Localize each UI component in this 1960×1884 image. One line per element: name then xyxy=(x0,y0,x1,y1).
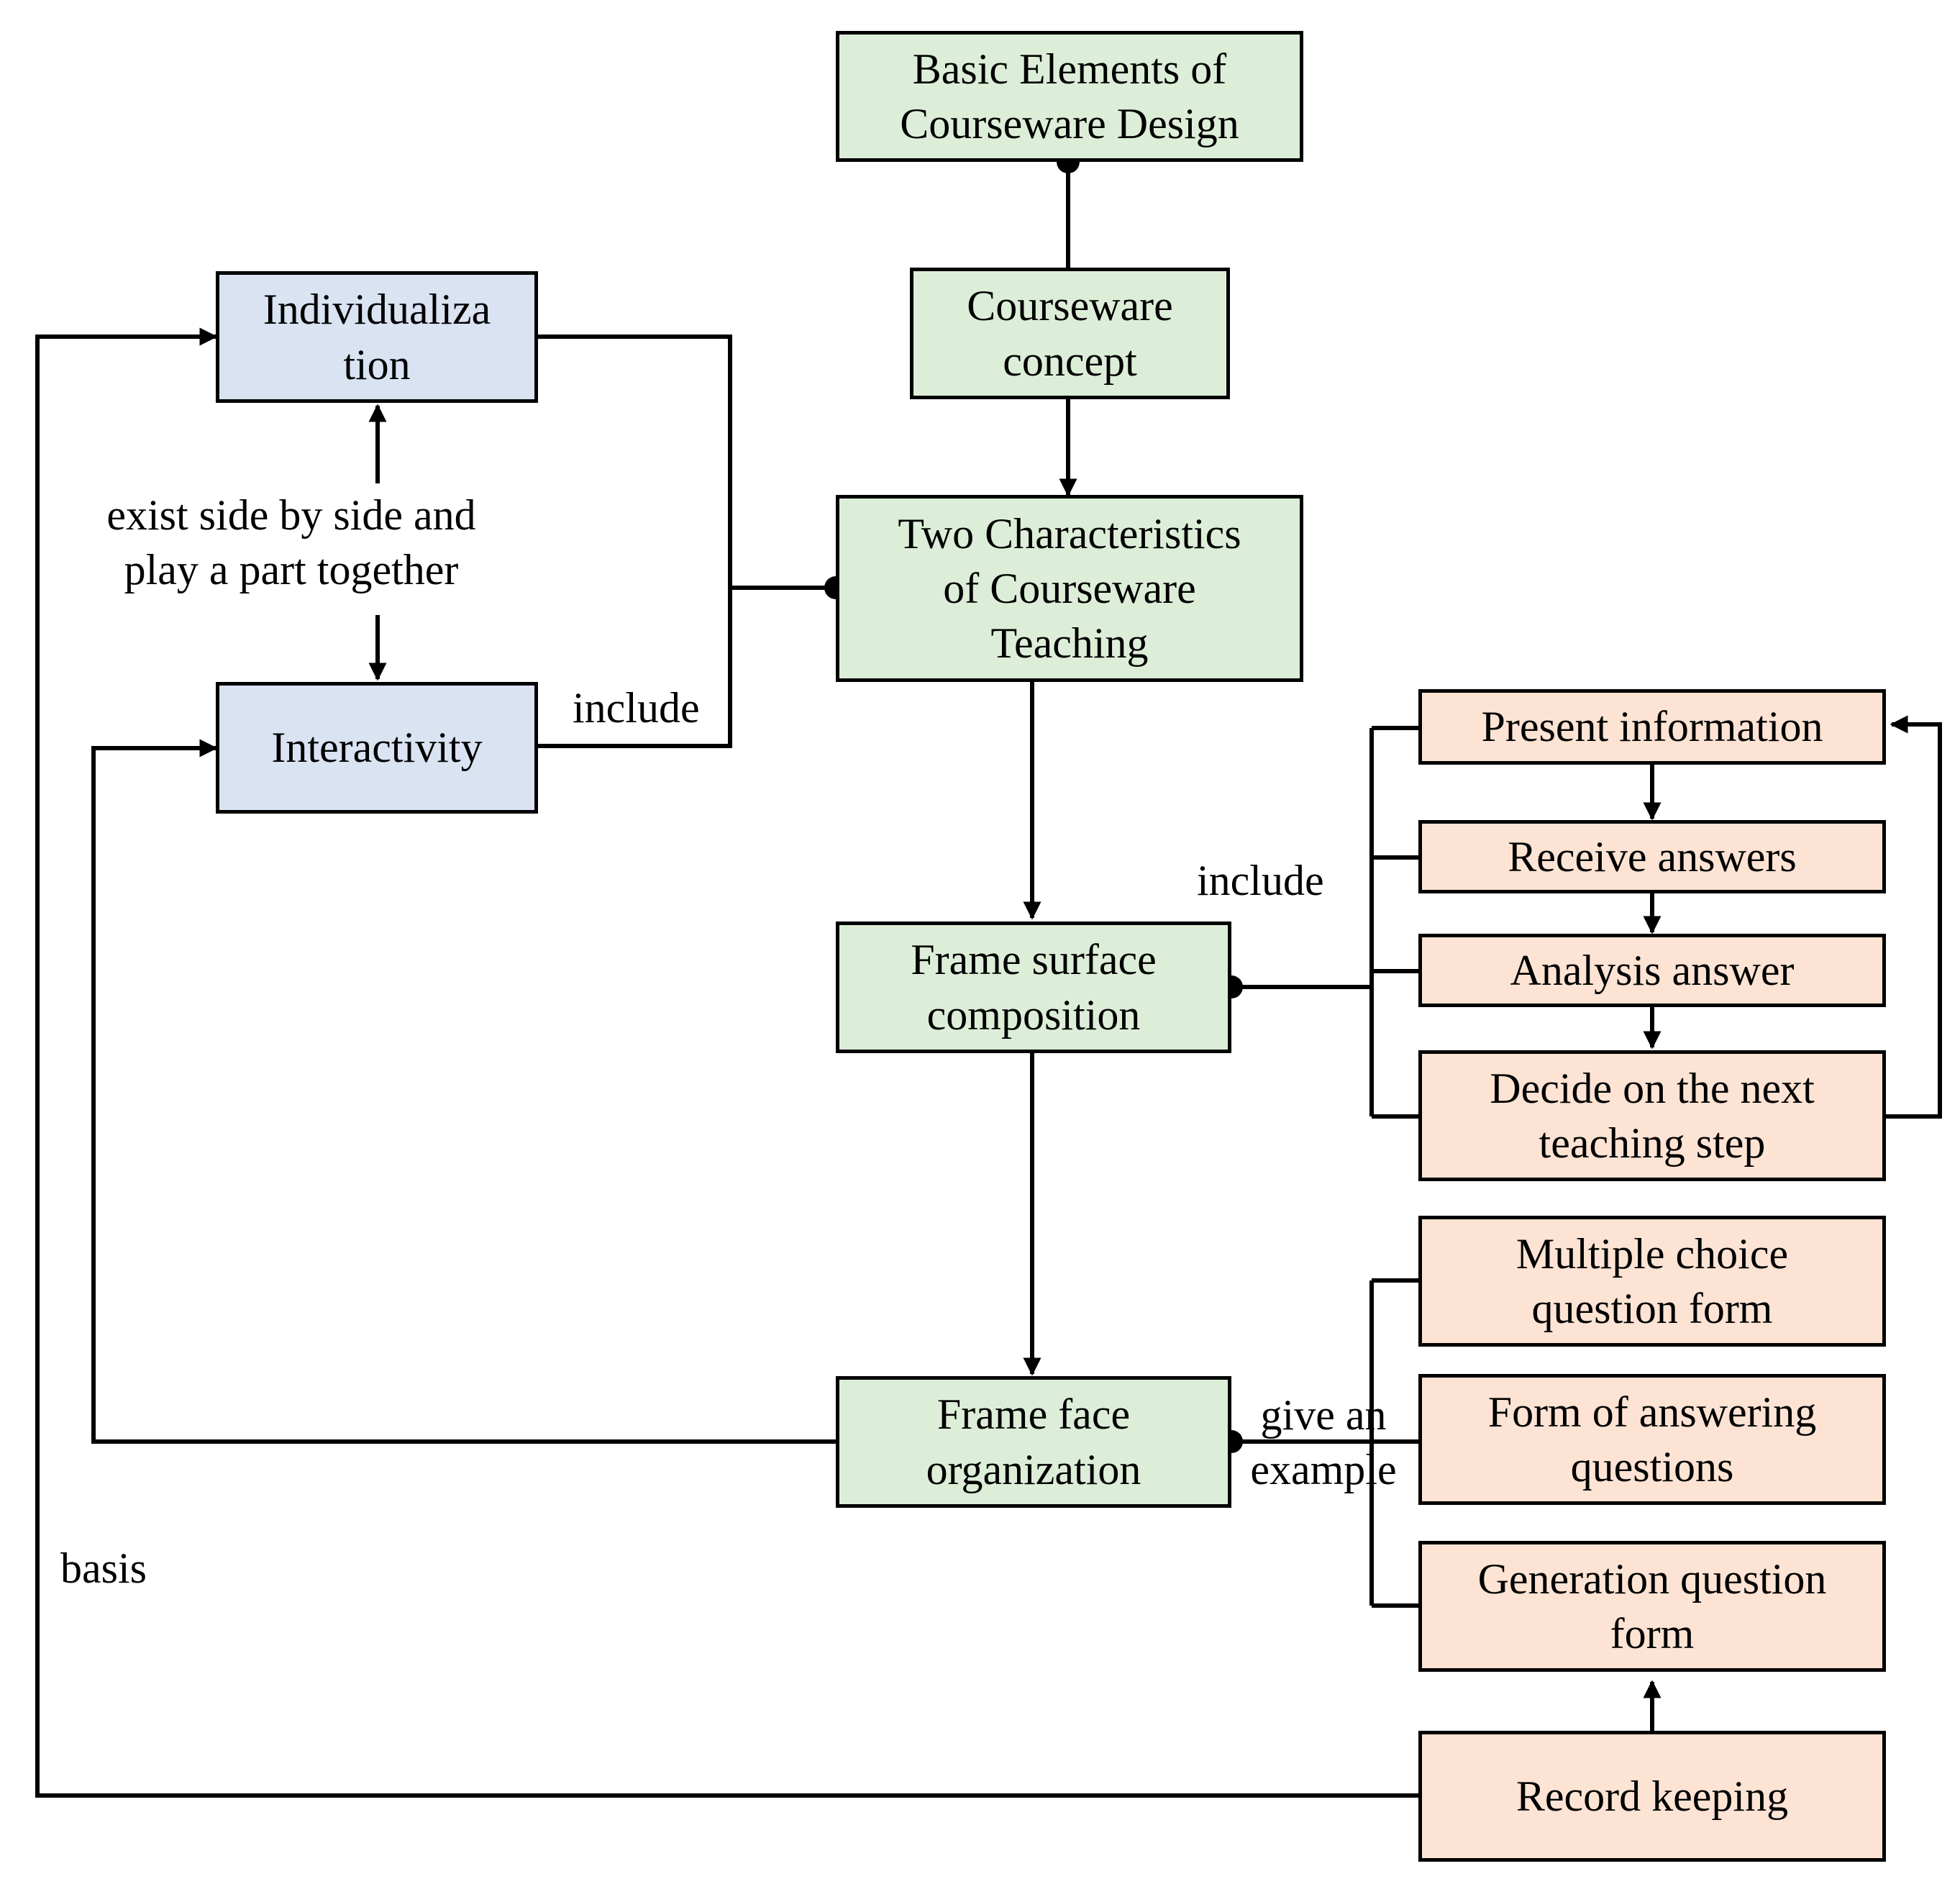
node-interactivity: Interactivity xyxy=(216,682,538,814)
edge-face-to-interactivity xyxy=(91,739,836,1444)
edge-individualization-bracket xyxy=(538,335,732,748)
edge-record-basis-to-individualization xyxy=(35,327,1418,1798)
label-include-left: include xyxy=(573,684,700,732)
label-include-right: include xyxy=(1197,857,1324,904)
label-basis: basis xyxy=(60,1544,147,1592)
node-receive-answers: Receive answers xyxy=(1418,820,1886,893)
node-analysis-answer: Analysis answer xyxy=(1418,934,1886,1007)
node-present-information: Present information xyxy=(1418,689,1886,765)
edge-decide-loop-back xyxy=(1886,715,1942,1119)
node-record-keeping: Record keeping xyxy=(1418,1731,1886,1862)
label-exist-side-by-side: exist side by side and play a part toget… xyxy=(106,491,476,594)
label-give-example: give an example xyxy=(1250,1391,1397,1494)
